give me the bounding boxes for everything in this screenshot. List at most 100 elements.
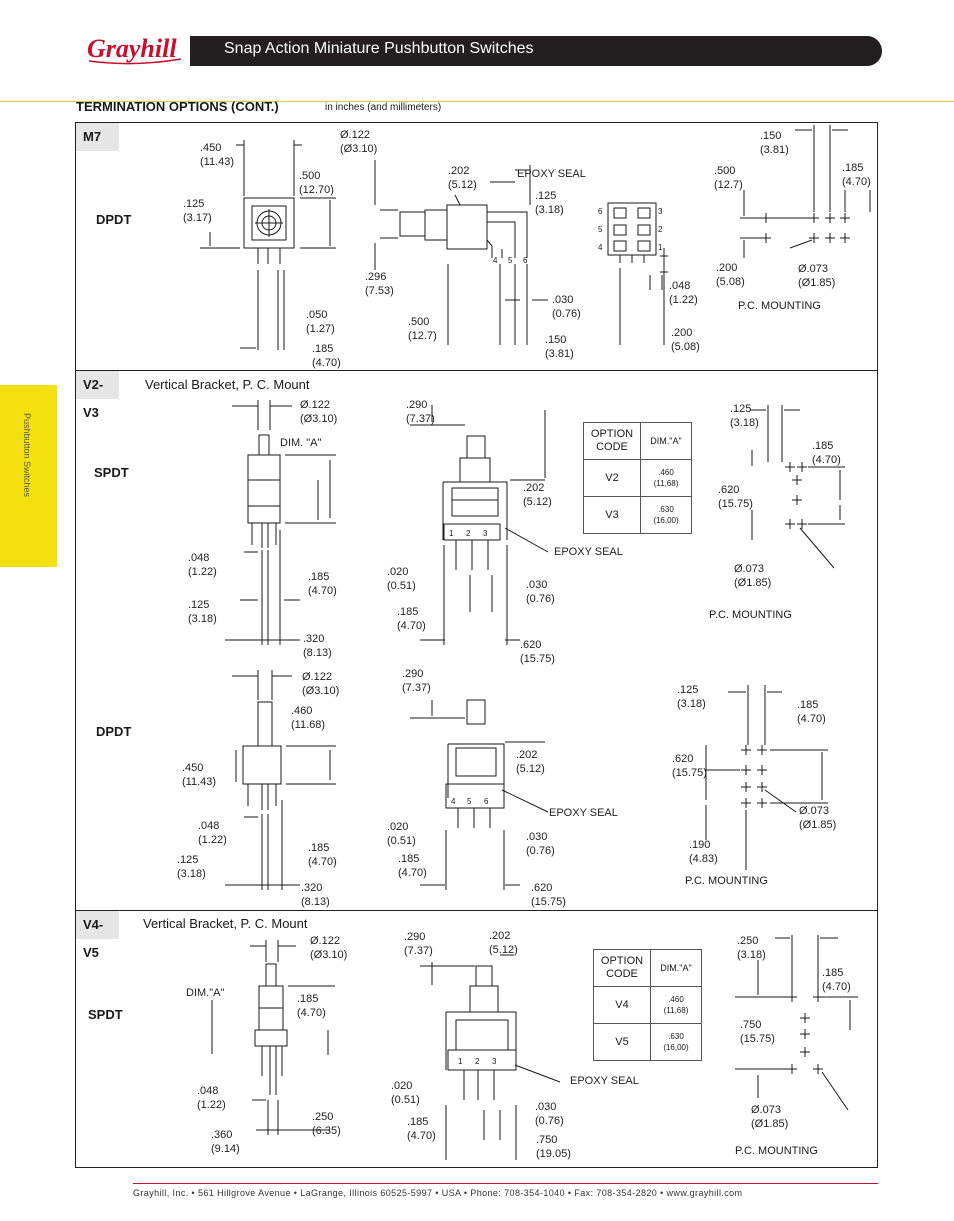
dimension-label: .125 (3.18) [188, 599, 217, 625]
dimension-label: .185 (4.70) [312, 343, 341, 369]
dimension-label: Ø.122 (Ø3.10) [310, 935, 348, 961]
dimension-label: .185 (4.70) [812, 440, 841, 466]
pc-mounting-caption: P.C. MOUNTING [685, 875, 768, 887]
dimension-label: Ø.122 (Ø3.10) [340, 129, 378, 155]
dimension-label: .202 (5.12) [448, 165, 477, 191]
m7-bottom-view [607, 202, 668, 345]
pin-number: 6 [484, 797, 489, 806]
dimension-label: .185 (4.70) [308, 842, 337, 868]
pin-number: 4 [451, 797, 456, 806]
side-tab: Pushbutton Switches [0, 385, 57, 567]
pin-number: 3 [483, 529, 488, 538]
dimension-label: Ø.073 (Ø1.85) [734, 563, 772, 589]
section-title: TERMINATION OPTIONS (CONT.) [76, 99, 279, 114]
v2-spdt-front [410, 405, 549, 645]
dim-a-value: .630 (16,00) [640, 496, 692, 534]
dimension-label: .048 (1.22) [198, 820, 227, 846]
header-rule [0, 101, 954, 102]
dim-a-header: DIM."A" [640, 422, 692, 460]
footer-rule [133, 1183, 878, 1184]
dimension-label: .250 (6.35) [312, 1111, 341, 1137]
pin-number: 1 [449, 529, 454, 538]
dimension-label: DIM. "A" [280, 437, 322, 449]
dim-a-value: .630 (16,00) [650, 1023, 702, 1061]
dimension-label: .185 (4.70) [308, 571, 337, 597]
option-code: V3 [583, 496, 641, 534]
dimension-label: .048 (1.22) [197, 1085, 226, 1111]
dimension-label: .020 (0.51) [387, 566, 416, 592]
m7-side-view [374, 160, 548, 345]
dimension-label: .290 (7.37) [402, 668, 431, 694]
option-table: OPTION CODE DIM."A" V4 .460 (11,68) V5 .… [593, 949, 702, 1061]
epoxy-seal-label: EPOXY SEAL [517, 168, 586, 180]
dimension-label: .185 (4.70) [797, 699, 826, 725]
dimension-label: .250 (3.18) [737, 935, 766, 961]
pin-number: 1 [458, 1057, 463, 1066]
epoxy-seal-label: EPOXY SEAL [570, 1075, 639, 1087]
m7-front-view [200, 140, 336, 350]
dimension-label: .185 (4.70) [398, 853, 427, 879]
pin-number: 3 [658, 207, 663, 216]
dimension-label: .200 (5.08) [671, 327, 700, 353]
v4-spdt-front [420, 954, 561, 1160]
dimension-label: .450 (11.43) [200, 142, 235, 168]
pin-number: 4 [493, 256, 498, 265]
grayhill-logo: Grayhill [87, 34, 182, 65]
v2-dpdt-side [225, 670, 336, 890]
dimension-label: .190 (4.83) [689, 839, 718, 865]
pc-mounting-caption: P.C. MOUNTING [738, 300, 821, 312]
pin-number: 5 [598, 225, 603, 234]
option-code-header: OPTION CODE [583, 422, 641, 460]
dimension-label: .620 (15.75) [672, 753, 707, 779]
pole-label: DPDT [96, 724, 132, 739]
dimension-label: .320 (8.13) [303, 633, 332, 659]
dimension-label: .290 (7.37) [406, 399, 435, 425]
dimension-label: .048 (1.22) [188, 552, 217, 578]
dimension-label: .030 (0.76) [526, 579, 555, 605]
dimension-label: .185 (4.70) [842, 162, 871, 188]
row-divider [75, 370, 878, 371]
row-divider [75, 910, 878, 911]
dimension-label: .030 (0.76) [535, 1101, 564, 1127]
pin-number: 5 [467, 797, 472, 806]
option-code-header: OPTION CODE [593, 949, 651, 987]
dimension-label: .125 (3.18) [730, 403, 759, 429]
dimension-label: .185 (4.70) [407, 1116, 436, 1142]
dimension-label: .500 (12.7) [408, 316, 437, 342]
dimension-label: .360 (9.14) [211, 1129, 240, 1155]
dimension-label: .202 (5.12) [516, 749, 545, 775]
dimension-label: .030 (0.76) [526, 831, 555, 857]
v4-spdt-side [211, 940, 335, 1135]
pole-label: SPDT [88, 1007, 123, 1022]
dimension-label: DIM."A" [186, 987, 225, 999]
dimension-label: .620 (15.75) [520, 639, 555, 665]
pin-number: 2 [466, 529, 471, 538]
dimension-label: Ø.122 (Ø3.10) [300, 399, 338, 425]
pin-number: 1 [658, 243, 663, 252]
section-units: in inches (and millimeters) [325, 102, 442, 113]
row-description: Vertical Bracket, P. C. Mount [143, 916, 308, 931]
v2-dpdt-pc-mounting [705, 685, 828, 870]
pin-number: 3 [492, 1057, 497, 1066]
dim-a-header: DIM."A" [650, 949, 702, 987]
dimension-label: .296 (7.53) [365, 271, 394, 297]
option-code: V4 [593, 986, 651, 1024]
pole-label: SPDT [94, 465, 129, 480]
dimension-label: .500 (12.70) [299, 170, 334, 196]
epoxy-seal-label: EPOXY SEAL [549, 807, 618, 819]
dimension-label: Ø.073 (Ø1.85) [799, 805, 837, 831]
pin-number: 2 [475, 1057, 480, 1066]
dimension-label: Ø.073 (Ø1.85) [798, 263, 836, 289]
dimension-label: .050 (1.27) [306, 309, 335, 335]
svg-text:Grayhill: Grayhill [87, 34, 177, 63]
dimension-label: .020 (0.51) [391, 1080, 420, 1106]
pin-number: 6 [523, 256, 528, 265]
pin-number: 4 [598, 243, 603, 252]
dimension-label: .125 (3.18) [177, 854, 206, 880]
pin-number: 2 [658, 225, 663, 234]
dimension-label: .185 (4.70) [397, 606, 426, 632]
dimension-label: .125 (3.17) [183, 198, 212, 224]
dimension-label: Ø.122 (Ø3.10) [302, 671, 340, 697]
dimension-label: .150 (3.81) [545, 334, 574, 360]
